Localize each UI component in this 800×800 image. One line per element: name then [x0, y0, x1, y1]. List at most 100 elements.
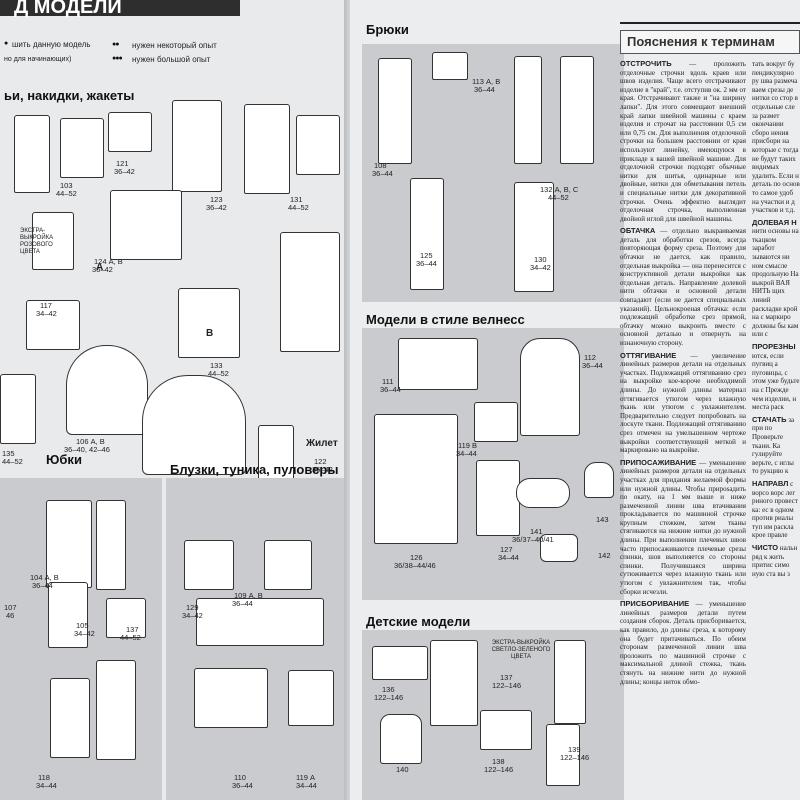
model-119a-sizes: 34–44 [296, 781, 317, 790]
term-chisto: ЧИСТО [752, 543, 779, 553]
model-113-id: 113 А, В [472, 77, 501, 86]
page-title: Д МОДЕЛИ [0, 0, 240, 17]
model-125-sizes: 36–44 [416, 259, 437, 268]
model-139-sizes: 122–146 [560, 753, 590, 762]
jacket-drawing [244, 104, 290, 194]
hoodie-dress-drawing [520, 338, 580, 436]
jacket-drawing [108, 112, 152, 152]
term-ottyagivanie-text: — увеличение линейных размеров детали на… [620, 351, 746, 455]
model-103-id: 103 [60, 181, 73, 190]
skirt-drawing [50, 678, 90, 758]
trousers-drawing [514, 56, 542, 164]
model-118-sizes: 34–44 [36, 781, 57, 790]
model-143-id: 143 [596, 515, 609, 524]
kids-pants-drawing [546, 724, 580, 786]
model-137l-sizes: 44–52 [120, 633, 141, 642]
section-skirts-heading: Юбки [46, 452, 82, 467]
model-132-id: 132 А, В, С [540, 185, 579, 194]
term-napravlenie: НАПРАВЛ [752, 478, 789, 488]
legend-dots-2: ●● [112, 41, 120, 48]
model-118-id: 118 [38, 773, 50, 782]
model-117-sizes: 34–42 [36, 309, 57, 318]
model-130-sizes: 34–42 [530, 263, 551, 272]
term-proreznye-text: ются, если пугвиц а пуговицы, с этом уже… [752, 351, 800, 412]
blouse-drawing [196, 598, 324, 646]
pants-drawing [476, 460, 520, 536]
letter-a: A [96, 262, 104, 273]
trousers-drawing [514, 182, 554, 292]
model-127-sizes: 34–44 [498, 553, 519, 562]
legend-line-3: нужен некоторый опыт [132, 41, 217, 50]
term-obtachka-text: — отдельно выкраиваемая деталь для обраб… [620, 227, 746, 347]
model-112-sizes: 36–44 [582, 361, 603, 370]
model-111-sizes: 36–44 [380, 385, 401, 394]
model-121-sizes: 36–42 [114, 167, 135, 176]
pouch-drawing [540, 534, 578, 562]
jacket-drawing [26, 300, 80, 350]
model-142-id: 142 [598, 551, 611, 560]
blouse-drawing [184, 540, 234, 590]
model-129-sizes: 34–42 [182, 611, 203, 620]
tshirt-drawing [474, 402, 518, 442]
jilet-label: Жилет [306, 438, 338, 449]
model-104-sizes: 36–44 [32, 581, 53, 590]
model-133-sizes: 44–52 [208, 369, 229, 378]
tunic-drawing [194, 668, 268, 728]
legend-dots-1: ● [4, 40, 8, 47]
blouse-drawing [264, 540, 312, 590]
terms-column-2: тать вокруг бу пендикулярно ру шва разме… [752, 60, 800, 800]
model-132-sizes: 44–52 [548, 193, 569, 202]
jacket-drawing [178, 288, 240, 358]
col2-top-text: тать вокруг бу пендикулярно ру шва разме… [752, 60, 800, 215]
bag-drawing [584, 462, 614, 498]
model-119b-sizes: 34–44 [456, 449, 477, 458]
term-prisborivanie: ПРИСБОРИВАНИЕ [620, 599, 690, 609]
coat-drawing [14, 115, 50, 193]
jacket-drawing [0, 374, 36, 444]
kids-top-drawing [372, 646, 428, 680]
term-priposazhivanie-text: — уменьшение линейных размеров детали на… [620, 458, 746, 596]
model-139-id: 139 [568, 745, 581, 754]
jacket-drawing [296, 115, 340, 175]
model-105-sizes: 34–42 [74, 629, 95, 638]
term-chisto-text: нальн ряд к жить притис симо ную ста вы … [752, 544, 798, 578]
legend-dots-3: ●●● [112, 55, 123, 62]
trousers-drawing [560, 56, 594, 164]
jacket-drawing [60, 118, 104, 178]
model-138-id: 138 [492, 757, 505, 766]
slippers-drawing [516, 478, 570, 508]
model-112-id: 112 [584, 353, 596, 362]
model-122-sizes: 36–42 [312, 465, 333, 474]
model-108-sizes: 36–44 [372, 169, 393, 178]
term-proreznye: ПРОРЕЗНЫ [752, 342, 796, 351]
model-123-id: 123 [210, 195, 223, 204]
model-137r-id: 137 [500, 673, 513, 682]
term-dolevaya-text: нити основы на ткацком заработ зываются … [752, 227, 799, 339]
model-109-id: 109 А, В [234, 591, 263, 600]
model-133-id: 133 [210, 361, 223, 370]
model-140-id: 140 [396, 765, 409, 774]
jacket-drawing [110, 190, 182, 260]
section-wellness-heading: Модели в стиле велнесс [366, 312, 525, 327]
model-131-sizes: 44–52 [288, 203, 309, 212]
model-125-id: 125 [420, 251, 433, 260]
left-page: Д МОДЕЛИ ● шить данную модель но для нач… [0, 0, 352, 800]
legend-line-4: нужен большой опыт [132, 55, 211, 64]
model-111-id: 111 [382, 377, 394, 386]
cape-drawing [142, 375, 246, 475]
poncho-drawing [66, 345, 148, 435]
model-127-id: 127 [500, 545, 513, 554]
term-obtachka: ОБТАЧКА [620, 226, 656, 236]
kids-bag-drawing [380, 714, 422, 764]
term-priposazhivanie: ПРИПОСАЖИВАНИЕ [620, 457, 697, 467]
model-137r-sizes: 122–146 [492, 681, 522, 690]
term-dolevaya: ДОЛЕВАЯ Н [752, 217, 797, 227]
model-106-id: 106 А, В [76, 437, 105, 446]
model-107-sizes: 46 [6, 611, 15, 620]
trousers-drawing [378, 58, 412, 164]
robe-drawing [374, 414, 458, 544]
model-136-sizes: 122–146 [374, 693, 404, 702]
model-107-id: 107 [4, 603, 17, 612]
skirt-drawing [48, 582, 88, 648]
section-jackets-heading: ьи, накидки, жакеты [4, 88, 135, 103]
